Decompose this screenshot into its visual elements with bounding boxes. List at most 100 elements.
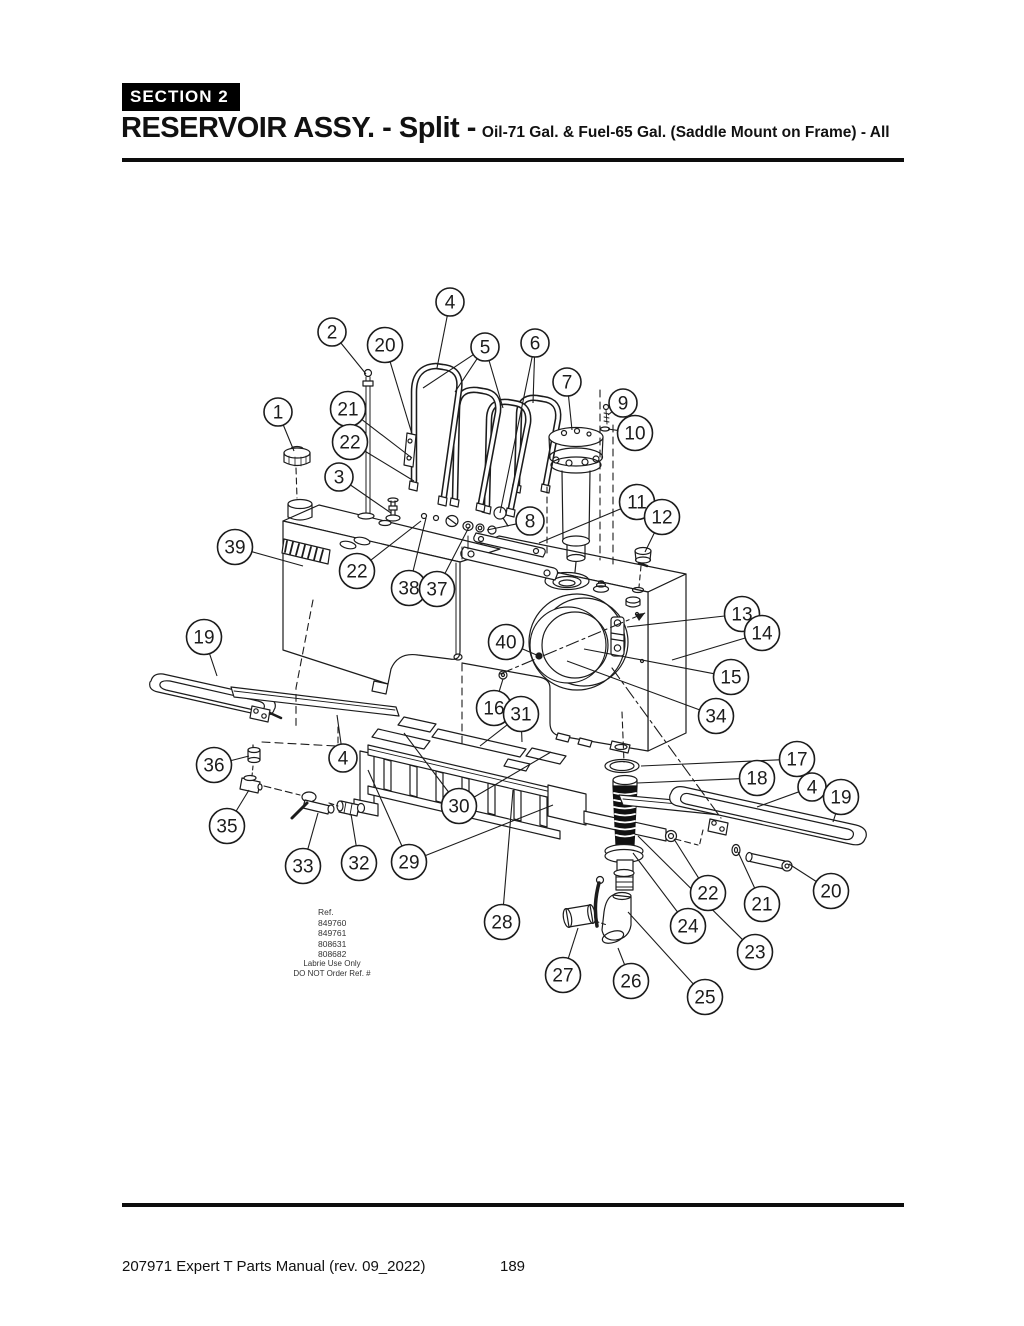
svg-text:40: 40 bbox=[495, 633, 516, 654]
callout-20: 20 bbox=[366, 326, 404, 364]
left-handle bbox=[149, 673, 400, 723]
svg-text:9: 9 bbox=[618, 394, 629, 415]
svg-text:7: 7 bbox=[562, 373, 573, 394]
strap-hardware bbox=[420, 506, 509, 535]
suction-strainer bbox=[562, 758, 644, 944]
svg-text:22: 22 bbox=[339, 433, 360, 454]
callout-33: 33 bbox=[284, 847, 322, 885]
callout-leader-lines bbox=[208, 315, 837, 985]
svg-text:31: 31 bbox=[510, 705, 531, 726]
svg-text:26: 26 bbox=[620, 972, 641, 993]
svg-text:1: 1 bbox=[273, 403, 284, 424]
page-title: RESERVOIR ASSY. - Split - Oil-71 Gal. & F… bbox=[121, 112, 921, 145]
svg-text:8: 8 bbox=[525, 512, 536, 533]
svg-text:3: 3 bbox=[334, 468, 345, 489]
callout-32: 32 bbox=[340, 844, 378, 882]
callout-14: 14 bbox=[743, 614, 781, 652]
drain-plug-12 bbox=[631, 546, 652, 594]
footer-manual-id: 207971 Expert T Parts Manual (rev. 09_20… bbox=[122, 1258, 426, 1275]
callout-9: 9 bbox=[608, 388, 638, 418]
callout-8: 8 bbox=[515, 506, 545, 536]
svg-text:4: 4 bbox=[445, 293, 456, 314]
svg-text:34: 34 bbox=[705, 707, 727, 728]
callout-30: 30 bbox=[440, 787, 478, 825]
svg-text:20: 20 bbox=[374, 336, 395, 357]
svg-text:20: 20 bbox=[820, 882, 841, 903]
svg-text:22: 22 bbox=[697, 884, 718, 905]
svg-text:37: 37 bbox=[426, 580, 447, 601]
footer-page-number: 189 bbox=[500, 1258, 526, 1275]
svg-text:29: 29 bbox=[398, 853, 419, 874]
callout-3: 3 bbox=[324, 462, 354, 492]
callout-7: 7 bbox=[552, 367, 582, 397]
svg-text:2: 2 bbox=[327, 323, 338, 344]
svg-text:35: 35 bbox=[216, 817, 237, 838]
svg-text:11: 11 bbox=[627, 493, 647, 514]
callout-24: 24 bbox=[669, 907, 707, 945]
svg-text:24: 24 bbox=[677, 917, 699, 938]
callout-26: 26 bbox=[612, 962, 650, 1000]
callout-37: 37 bbox=[418, 570, 456, 608]
callout-40: 40 bbox=[487, 623, 525, 661]
hold-down-straps bbox=[403, 362, 562, 518]
svg-text:39: 39 bbox=[224, 538, 245, 559]
title-main: RESERVOIR ASSY. - Split - bbox=[121, 112, 476, 144]
svg-text:21: 21 bbox=[337, 400, 358, 421]
callout-27: 27 bbox=[544, 956, 582, 994]
callout-36: 36 bbox=[195, 746, 233, 784]
callout-12: 12 bbox=[643, 498, 681, 536]
callout-19: 19 bbox=[822, 778, 860, 816]
svg-text:19: 19 bbox=[830, 788, 851, 809]
svg-text:21: 21 bbox=[751, 895, 772, 916]
callout-4: 4 bbox=[435, 287, 465, 317]
svg-text:32: 32 bbox=[348, 854, 369, 875]
svg-text:36: 36 bbox=[203, 756, 224, 777]
callout-38: 38 bbox=[390, 569, 428, 607]
footer-rule bbox=[122, 1203, 904, 1207]
svg-text:12: 12 bbox=[651, 508, 672, 529]
left-fittings bbox=[239, 744, 366, 820]
svg-text:13: 13 bbox=[731, 605, 752, 626]
callout-21: 21 bbox=[743, 885, 781, 923]
svg-text:23: 23 bbox=[744, 943, 765, 964]
right-handle bbox=[618, 786, 867, 846]
callout-21: 21 bbox=[329, 390, 367, 428]
neck-brackets bbox=[460, 532, 559, 581]
callout-22: 22 bbox=[331, 423, 369, 461]
svg-text:4: 4 bbox=[338, 749, 349, 770]
svg-text:17: 17 bbox=[786, 750, 807, 771]
callout-23: 23 bbox=[736, 933, 774, 971]
callout-25: 25 bbox=[686, 978, 724, 1016]
callout-5: 5 bbox=[470, 332, 500, 362]
svg-text:27: 27 bbox=[552, 966, 573, 987]
svg-text:14: 14 bbox=[751, 624, 773, 645]
callout-4: 4 bbox=[797, 772, 827, 802]
callout-22: 22 bbox=[689, 874, 727, 912]
svg-text:30: 30 bbox=[448, 797, 469, 818]
filler-filter bbox=[548, 403, 611, 573]
callout-1: 1 bbox=[263, 397, 293, 427]
breather-cap bbox=[283, 445, 311, 467]
header-rule bbox=[122, 158, 904, 162]
svg-text:28: 28 bbox=[491, 913, 512, 934]
svg-text:25: 25 bbox=[694, 988, 715, 1009]
title-subtitle: Oil-71 Gal. & Fuel-65 Gal. (Saddle Mount… bbox=[481, 124, 890, 141]
svg-text:4: 4 bbox=[807, 778, 818, 799]
saddle-mount bbox=[353, 716, 667, 842]
svg-text:6: 6 bbox=[530, 334, 541, 355]
callout-39: 39 bbox=[216, 528, 254, 566]
callout-2: 2 bbox=[317, 317, 347, 347]
svg-text:16: 16 bbox=[483, 699, 504, 720]
callout-19: 19 bbox=[185, 618, 223, 656]
callout-6: 6 bbox=[520, 328, 550, 358]
svg-text:15: 15 bbox=[720, 668, 741, 689]
svg-text:19: 19 bbox=[193, 628, 214, 649]
svg-text:5: 5 bbox=[480, 338, 491, 359]
callout-20: 20 bbox=[812, 872, 850, 910]
callout-22: 22 bbox=[338, 552, 376, 590]
svg-text:22: 22 bbox=[346, 562, 367, 583]
svg-text:33: 33 bbox=[292, 857, 313, 878]
